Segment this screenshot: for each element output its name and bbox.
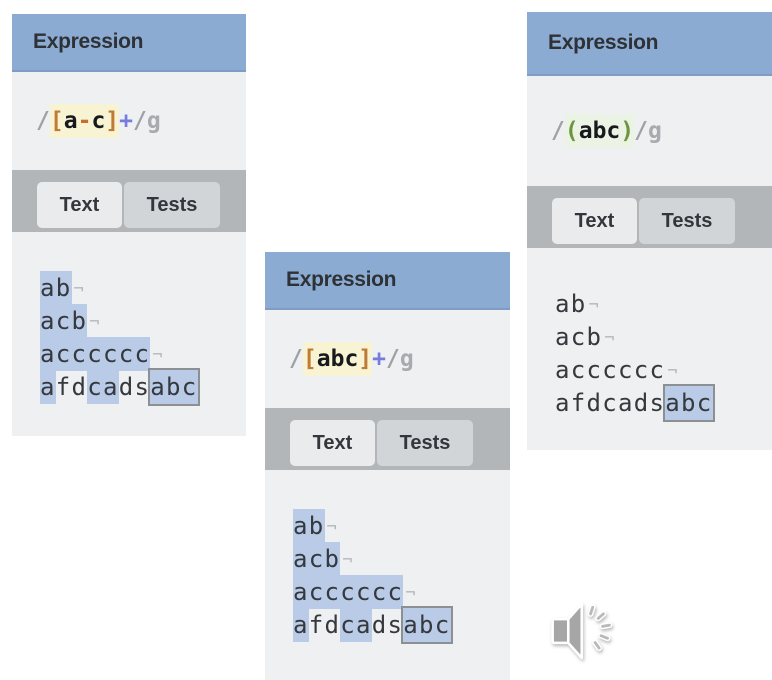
regex-token-literal: a	[63, 104, 78, 138]
regex-token-bracket: [	[49, 104, 64, 138]
match-highlight: abc	[663, 384, 715, 422]
regex-token-slash: /	[634, 118, 648, 144]
test-text-line: acccccc¬	[555, 356, 772, 389]
regex-token-literal: abc	[578, 114, 621, 148]
sound-waves	[587, 604, 613, 652]
newline-indicator: ¬	[326, 516, 337, 537]
match-highlight: ca	[340, 608, 372, 642]
test-text-area[interactable]: ab¬acb¬acccccc¬afdcadsabc	[12, 232, 246, 436]
match-highlight: a	[40, 370, 56, 404]
test-text-line: acb¬	[293, 542, 510, 578]
test-text-line: ab¬	[555, 290, 772, 323]
newline-indicator: ¬	[152, 344, 163, 365]
text-segment: ds	[371, 611, 404, 639]
tab-tests[interactable]: Tests	[124, 182, 220, 228]
test-text-line: acccccc¬	[293, 575, 510, 611]
regex-token-paren: (	[564, 114, 579, 148]
test-text-line: acccccc¬	[40, 337, 246, 373]
regex-token-bracket: ]	[358, 342, 373, 376]
match-highlight: ab	[293, 509, 325, 543]
tab-tests[interactable]: Tests	[377, 420, 473, 466]
newline-indicator: ¬	[73, 278, 84, 299]
panel-header: Expression	[265, 252, 510, 310]
match-highlight: acccccc	[293, 575, 404, 609]
regex-expression-input[interactable]: /[a-c]+/g	[12, 72, 246, 170]
regex-token-flag: g	[647, 118, 662, 144]
newline-indicator: ¬	[405, 582, 416, 603]
regex-token-literal: c	[91, 104, 106, 138]
text-segment: fd	[308, 611, 341, 639]
match-highlight: acccccc	[40, 337, 151, 371]
panel-title-label: Expression	[548, 31, 659, 54]
match-highlight: acb	[40, 304, 88, 338]
regex-token-quant: +	[372, 346, 387, 372]
newline-indicator: ¬	[89, 311, 100, 332]
panel-title-label: Expression	[33, 30, 144, 53]
regex-token-flag: g	[399, 346, 414, 372]
test-text-line: ab¬	[293, 509, 510, 545]
match-highlight: a	[293, 608, 309, 642]
newline-indicator: ¬	[667, 360, 678, 381]
regex-token-flag: g	[146, 108, 161, 134]
speaker-icon[interactable]	[549, 597, 621, 665]
text-segment: acccccc	[555, 356, 666, 384]
text-segment: afdcads	[555, 389, 666, 417]
text-segment: fd	[55, 373, 88, 401]
test-text-area[interactable]: ab¬acb¬acccccc¬afdcadsabc	[265, 470, 510, 680]
test-text-line: afdcadsabc	[555, 384, 772, 422]
match-highlight: abc	[401, 606, 453, 644]
test-text-line: afdcadsabc	[293, 606, 510, 644]
text-segment: ds	[118, 373, 151, 401]
speaker-body	[551, 617, 570, 645]
newline-indicator: ¬	[588, 294, 599, 315]
regex-token-quant: +	[119, 108, 134, 134]
test-text-line: acb¬	[40, 304, 246, 340]
regex-token-slash: /	[386, 346, 400, 372]
test-text-area[interactable]: ab¬acb¬acccccc¬afdcadsabc	[527, 248, 772, 450]
match-highlight: abc	[148, 368, 200, 406]
match-highlight: acb	[293, 542, 341, 576]
match-highlight: ca	[87, 370, 119, 404]
regex-token-slash: /	[36, 108, 50, 134]
newline-indicator: ¬	[604, 327, 615, 348]
tab-tests[interactable]: Tests	[639, 198, 735, 244]
regex-token-bracket: [	[302, 342, 317, 376]
tab-text[interactable]: Text	[552, 198, 637, 244]
regex-token-paren: )	[620, 114, 635, 148]
text-segment: ab	[555, 290, 587, 318]
tab-text[interactable]: Text	[37, 182, 122, 228]
regex-expression-input[interactable]: /(abc)/g	[527, 76, 772, 186]
regex-token-slash: /	[289, 346, 303, 372]
newline-indicator: ¬	[342, 549, 353, 570]
panel-header: Expression	[527, 12, 772, 76]
match-highlight: ab	[40, 271, 72, 305]
regex-token-dash: -	[77, 104, 92, 138]
regex-token-literal: b	[330, 342, 345, 376]
panel-header: Expression	[12, 14, 246, 72]
test-text-line: afdcadsabc	[40, 368, 246, 406]
tab-text[interactable]: Text	[290, 420, 375, 466]
panel-title-label: Expression	[286, 268, 397, 291]
regex-token-bracket: ]	[105, 104, 120, 138]
regex-token-literal: c	[344, 342, 359, 376]
test-text-line: acb¬	[555, 323, 772, 356]
test-text-line: ab¬	[40, 271, 246, 307]
regex-token-slash: /	[133, 108, 147, 134]
regex-token-slash: /	[551, 118, 565, 144]
text-segment: acb	[555, 323, 603, 351]
regex-token-literal: a	[316, 342, 331, 376]
